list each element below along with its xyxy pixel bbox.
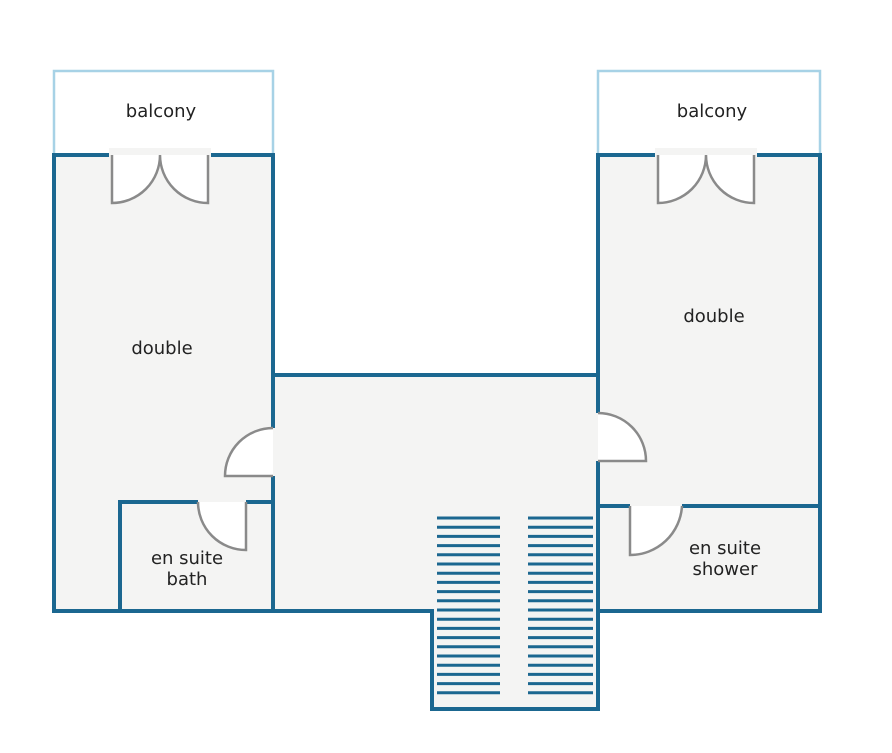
door-ensuite-shower[interactable]: [628, 505, 684, 557]
double-right-label: double: [683, 306, 744, 327]
balcony-left-label: balcony: [126, 101, 197, 122]
ensuite-bath-label-line1: en suite: [151, 548, 223, 569]
staircase-right: [528, 516, 593, 695]
ensuite-shower-label-line2: shower: [693, 559, 759, 580]
balcony-door-left[interactable]: [110, 154, 210, 205]
landing-floor: [273, 375, 598, 611]
balcony-right-label: balcony: [677, 101, 748, 122]
door-ensuite-bath[interactable]: [196, 501, 248, 552]
balcony-door-right[interactable]: [656, 154, 756, 205]
staircase-left: [437, 516, 500, 695]
ensuite-bath-label-line2: bath: [167, 569, 208, 590]
balcony-left: [52, 69, 275, 157]
door-right-room[interactable]: [597, 411, 648, 463]
ensuite-shower-label-line1: en suite: [689, 538, 761, 559]
door-left-room[interactable]: [223, 426, 274, 478]
double-left-label: double: [131, 338, 192, 359]
balcony-right: [596, 69, 822, 157]
